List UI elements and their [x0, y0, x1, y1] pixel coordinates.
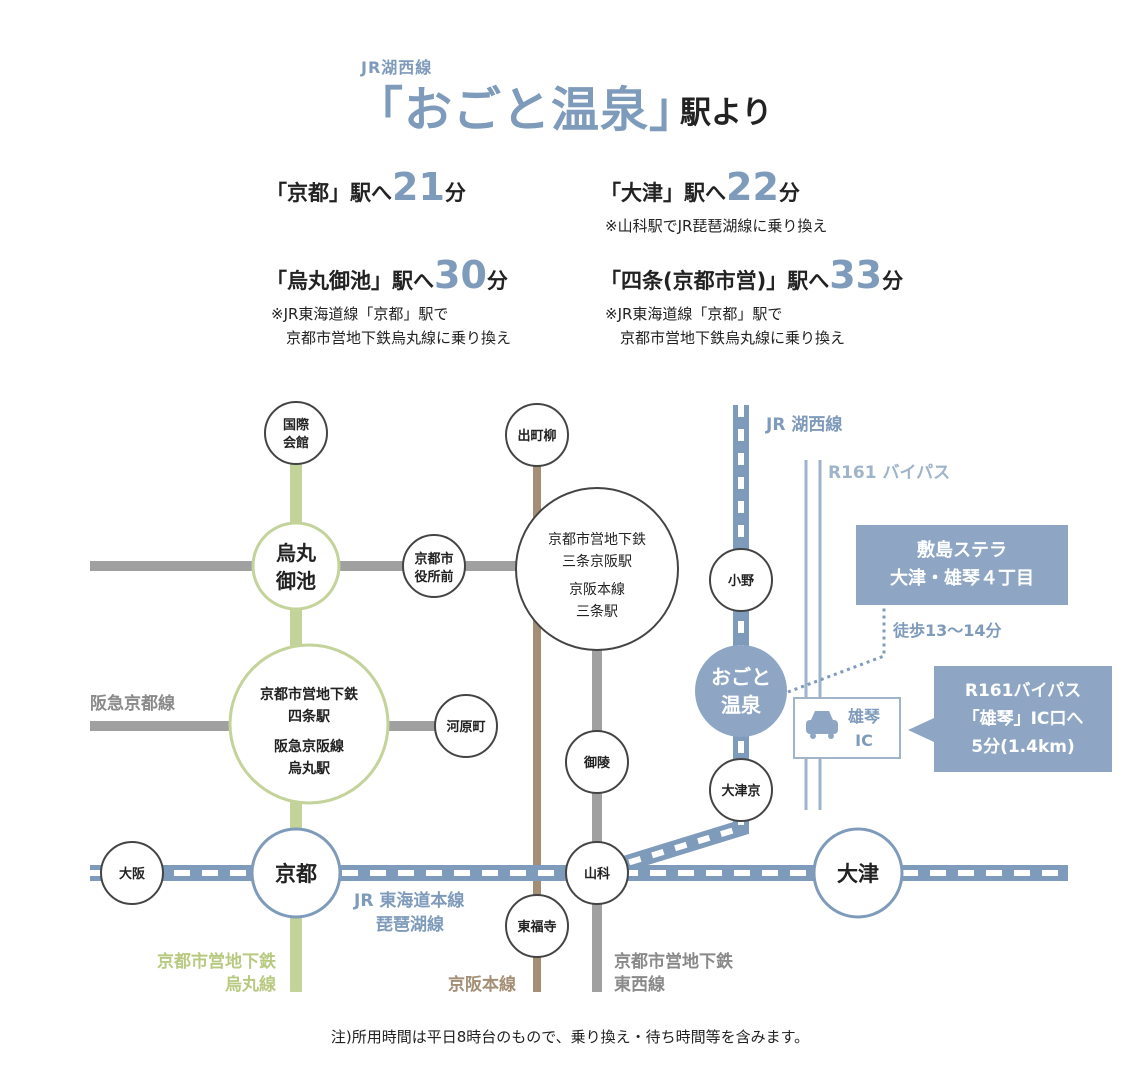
label-tozai-2: 東西線	[614, 974, 665, 995]
station-shijo: 京都市営地下鉄 四条駅 阪急京阪線 烏丸駅	[228, 643, 390, 805]
svg-text:京都市営地下鉄: 京都市営地下鉄	[548, 531, 646, 548]
destination-box: 敷島ステラ 大津・雄琴４丁目	[856, 525, 1068, 605]
jr-kosei-line	[595, 405, 749, 880]
svg-text:大津: 大津	[837, 862, 879, 886]
station-otsu: 大津	[812, 827, 904, 919]
station-ono: 小野	[709, 548, 773, 612]
station-title: 「おごと温泉」	[355, 82, 699, 138]
label-tokaido: JR 東海道本線	[353, 890, 464, 911]
route-kyoto: 「京都」駅へ21分	[266, 165, 466, 209]
svg-text:京阪本線: 京阪本線	[569, 582, 625, 598]
svg-text:京都市営地下鉄: 京都市営地下鉄	[260, 686, 359, 703]
svg-text:三条駅: 三条駅	[576, 603, 618, 620]
line-name: JR湖西線	[361, 58, 433, 77]
svg-text:御陵: 御陵	[583, 755, 611, 771]
destination-address: 大津・雄琴４丁目	[890, 567, 1034, 589]
svg-text:烏丸駅: 烏丸駅	[288, 760, 331, 777]
station-kokusai-kaikan: 国際 会館	[264, 401, 328, 465]
svg-text:京都市: 京都市	[414, 551, 453, 567]
svg-text:小野: 小野	[728, 574, 754, 589]
route-shijo-note: ※JR東海道線「京都」駅で 京都市営地下鉄烏丸線に乗り換え	[605, 305, 846, 347]
ic-info-entrance: 「雄琴」IC口へ	[963, 708, 1084, 729]
svg-text:大阪: 大阪	[119, 866, 146, 882]
label-kosei: JR 湖西線	[765, 414, 842, 435]
route-karasuma-oike: 「烏丸御池」駅へ30分	[266, 253, 508, 297]
svg-text:温泉: 温泉	[721, 693, 762, 717]
ic-info-box: R161バイパス 「雄琴」IC口へ 5分(1.4km)	[908, 666, 1112, 772]
ic-label: IC	[855, 731, 873, 750]
station-kyoto: 京都	[250, 827, 342, 919]
station-title-suffix: 駅より	[680, 95, 773, 131]
svg-text:おごと: おごと	[711, 665, 771, 689]
svg-text:烏丸: 烏丸	[276, 541, 317, 565]
svg-text:東福寺: 東福寺	[517, 919, 556, 935]
route-karasuma-oike-note: ※JR東海道線「京都」駅で 京都市営地下鉄烏丸線に乗り換え	[271, 305, 512, 347]
station-ogoto-onsen: おごと 温泉	[695, 645, 787, 737]
svg-text:役所前: 役所前	[414, 569, 453, 585]
station-sanjo: 京都市営地下鉄 三条京阪駅 京阪本線 三条駅	[515, 487, 679, 651]
ic-name: 雄琴	[847, 707, 881, 726]
label-keihan: 京阪本線	[448, 974, 516, 995]
route-otsu-note: ※山科駅でJR琵琶湖線に乗り換え	[605, 217, 828, 235]
station-karasuma-oike: 烏丸 御池	[251, 521, 341, 611]
walk-path	[787, 604, 886, 694]
station-tofukuji: 東福寺	[505, 894, 569, 958]
svg-text:会館: 会館	[283, 435, 309, 451]
station-osaka: 大阪	[100, 841, 164, 905]
label-biwako: 琵琶湖線	[376, 914, 444, 935]
svg-text:国際: 国際	[283, 417, 310, 433]
station-otsukyo: 大津京	[709, 758, 773, 822]
station-misasagi: 御陵	[565, 730, 629, 794]
svg-text:大津京: 大津京	[721, 783, 760, 799]
svg-text:三条京阪駅: 三条京阪駅	[562, 553, 632, 570]
svg-text:出町柳: 出町柳	[517, 428, 556, 444]
label-bypass: R161 バイパス	[828, 463, 950, 483]
car-icon	[806, 711, 838, 739]
station-yamashina: 山科	[565, 841, 629, 905]
walk-time: 徒歩13〜14分	[892, 621, 1002, 640]
svg-text:四条駅: 四条駅	[288, 708, 331, 725]
station-kawaramachi: 河原町	[434, 694, 498, 758]
ic-info-time: 5分(1.4km)	[971, 737, 1075, 757]
label-hankyu: 阪急京都線	[90, 693, 175, 714]
route-otsu: 「大津」駅へ22分	[600, 165, 800, 209]
svg-text:京都: 京都	[275, 862, 317, 886]
station-shiyakusho-mae: 京都市 役所前	[402, 534, 466, 598]
svg-text:御池: 御池	[275, 569, 316, 593]
destination-name: 敷島ステラ	[917, 539, 1007, 561]
ic-marker: 雄琴 IC	[793, 697, 901, 759]
footnote: 注)所用時間は平日8時台のもので、乗り換え・待ち時間等を含みます。	[330, 1028, 810, 1046]
route-shijo: 「四条(京都市営)」駅へ33分	[600, 253, 904, 297]
label-tozai-1: 京都市営地下鉄	[614, 951, 733, 972]
label-karasuma-1: 京都市営地下鉄	[157, 951, 276, 972]
label-karasuma-2: 烏丸線	[225, 974, 276, 995]
station-demachiyanagi: 出町柳	[505, 403, 569, 467]
svg-text:阪急京阪線: 阪急京阪線	[274, 738, 344, 755]
ic-info-road: R161バイパス	[965, 681, 1081, 701]
svg-text:河原町: 河原町	[446, 719, 485, 735]
svg-text:山科: 山科	[584, 866, 610, 882]
